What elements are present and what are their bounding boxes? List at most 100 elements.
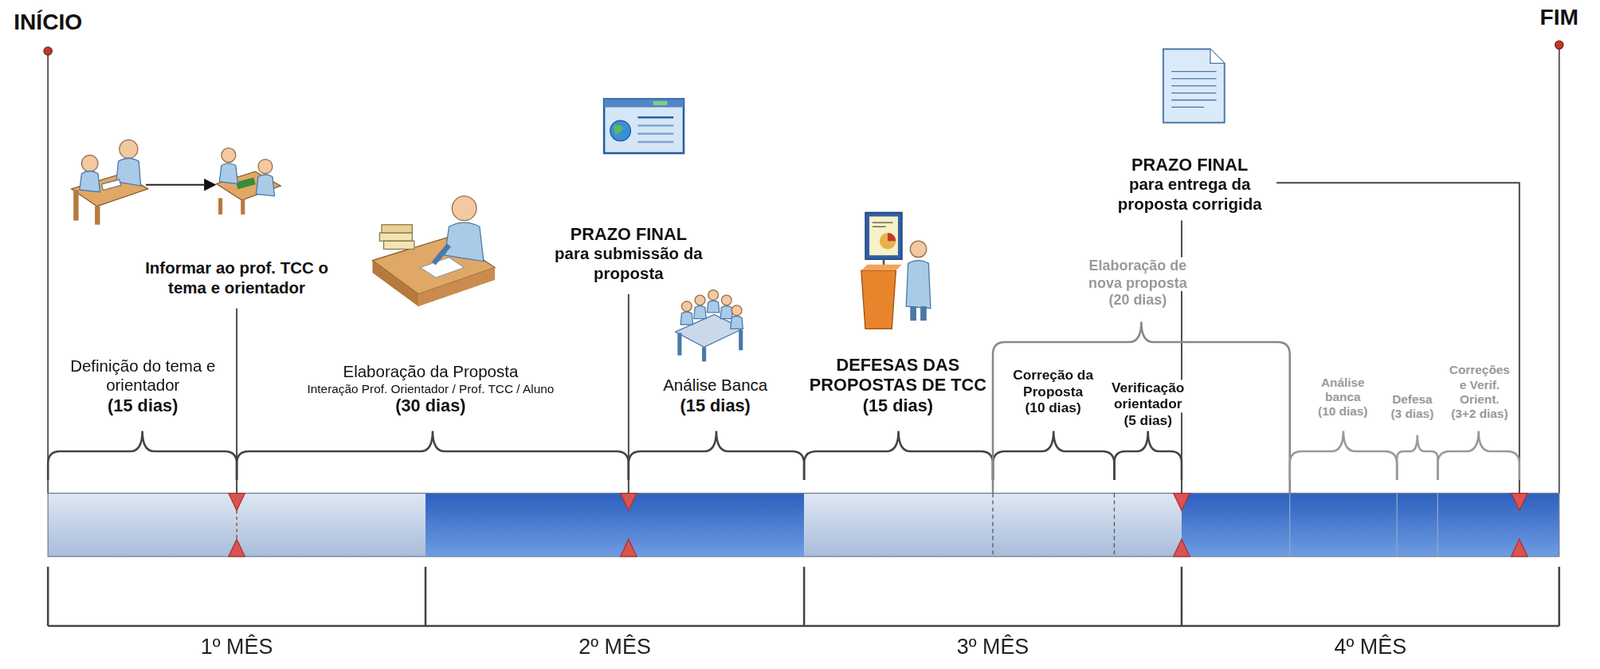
writing-icon [381,224,412,233]
meeting-icon [221,148,236,163]
start-end-pin [47,50,49,494]
phase-label: (15 dias) [105,396,181,417]
deadline-marker [1511,538,1528,557]
document-icon [1163,48,1225,122]
presenter-icon [887,232,896,241]
deadline-marker [620,538,637,557]
writing-icon [384,240,415,249]
document-icon [1171,99,1216,101]
timeline-bar [235,509,237,539]
phase-label: Verificação orientador(5 dias) [1105,380,1192,429]
deadline-marker [620,493,637,511]
presenter-icon [909,305,917,321]
browser-icon [603,98,684,153]
phase-label: Defesa [1390,391,1436,406]
phase-brace [47,321,1520,493]
deadline-marker [1173,493,1190,511]
browser-icon [637,116,674,119]
month-label: 3º MÊS [803,633,1182,659]
deadline-label: para submissão da proposta [541,245,716,284]
writing-icon [372,260,419,307]
deadline-marker [1511,493,1528,511]
phase-label: (10 dias) [1316,403,1370,419]
browser-icon [637,132,674,135]
month-bracket [803,566,806,626]
writing-icon [444,222,484,262]
phase-label: (10 dias) [1023,400,1083,416]
meeting-icon [240,200,245,215]
presenter-icon [869,215,899,255]
document-icon [1210,48,1225,63]
start-end-pin [43,40,1564,493]
phase-label: Defesa(3 dias) [1386,391,1438,420]
start-end-pin [1555,40,1564,49]
board-meeting-icon [675,290,744,362]
phase-brace [803,430,993,479]
board-meeting-icon [680,311,693,325]
phase-brace [236,430,629,479]
phase-label: Definição do tema e orientador(15 dias) [55,356,230,416]
timeline-bar [47,493,1560,557]
board-meeting-icon [731,305,742,316]
end-label: FIM [1528,3,1590,31]
board-meeting-icon [677,332,682,355]
month-bracket [47,566,1560,626]
presenter-icon [861,270,897,329]
phase-label: Interação Prof. Orientador / Prof. TCC /… [305,381,557,397]
browser-icon [637,141,674,144]
presenter-icon [905,260,931,309]
phase-label: (30 dias) [393,396,468,417]
board-meeting-icon [706,300,719,313]
deadline-marker [228,538,245,557]
start-end-pin [1558,44,1561,493]
phase-label: (15 dias) [860,396,935,417]
month-label: 4º MÊS [1181,633,1560,659]
deadline-label: PRAZO FINALpara submissão da proposta [541,224,716,284]
phase-label: DEFESAS DAS PROPOSTAS DE TCC [807,354,989,396]
phase-brace [1437,430,1519,479]
timeline-bar [1437,493,1439,557]
month-section: 4º MÊS [1181,566,1560,667]
phase-label: Elaboração de nova proposta [1076,257,1200,291]
timeline-bar [47,493,426,557]
timeline-bar [1181,493,1560,557]
deadline-marker [228,493,245,511]
board-meeting-icon [708,290,719,301]
phase-label: (15 dias) [678,396,753,417]
presenter-icon [865,211,902,259]
meeting-icon [94,206,100,225]
deadline-label: PRAZO FINAL [1129,155,1250,177]
presenter-icon [861,264,902,271]
phase-label: DEFESAS DAS PROPOSTAS DE TCC(15 dias) [807,354,989,416]
board-meeting-icon [738,329,743,351]
board-meeting-icon [681,301,692,312]
presenter-icon [872,226,887,228]
timeline-bar [47,493,1560,557]
milestone-label: Informar ao prof. TCC o tema e orientado… [129,259,345,299]
deadline-marker [228,493,1528,557]
month-section: 3º MÊS [803,566,1182,667]
meeting-icon [73,189,79,220]
phase-label: (3 dias) [1388,405,1436,420]
month-bracket [1557,566,1561,626]
meeting-icon [258,159,273,174]
board-meeting-icon [694,305,706,319]
phase-brace [47,430,237,479]
document-icon [1171,85,1216,87]
month-section: 2º MÊS [425,566,804,667]
phase-label: (3+2 dias) [1449,405,1510,420]
phase-label: Análise banca [1306,375,1379,404]
deadline-label: PRAZO FINALpara entrega da proposta corr… [1102,155,1277,215]
leader-line [236,182,1520,493]
phase-label: Análise Banca [661,376,770,397]
phase-brace [992,430,1114,479]
phase-brace [1290,430,1397,479]
meeting-icon [255,174,275,197]
month-bracket [47,566,50,626]
phase-brace [1113,430,1182,479]
phase-brace [628,430,804,479]
writing-icon [420,257,465,279]
phase-brace [1396,435,1438,480]
